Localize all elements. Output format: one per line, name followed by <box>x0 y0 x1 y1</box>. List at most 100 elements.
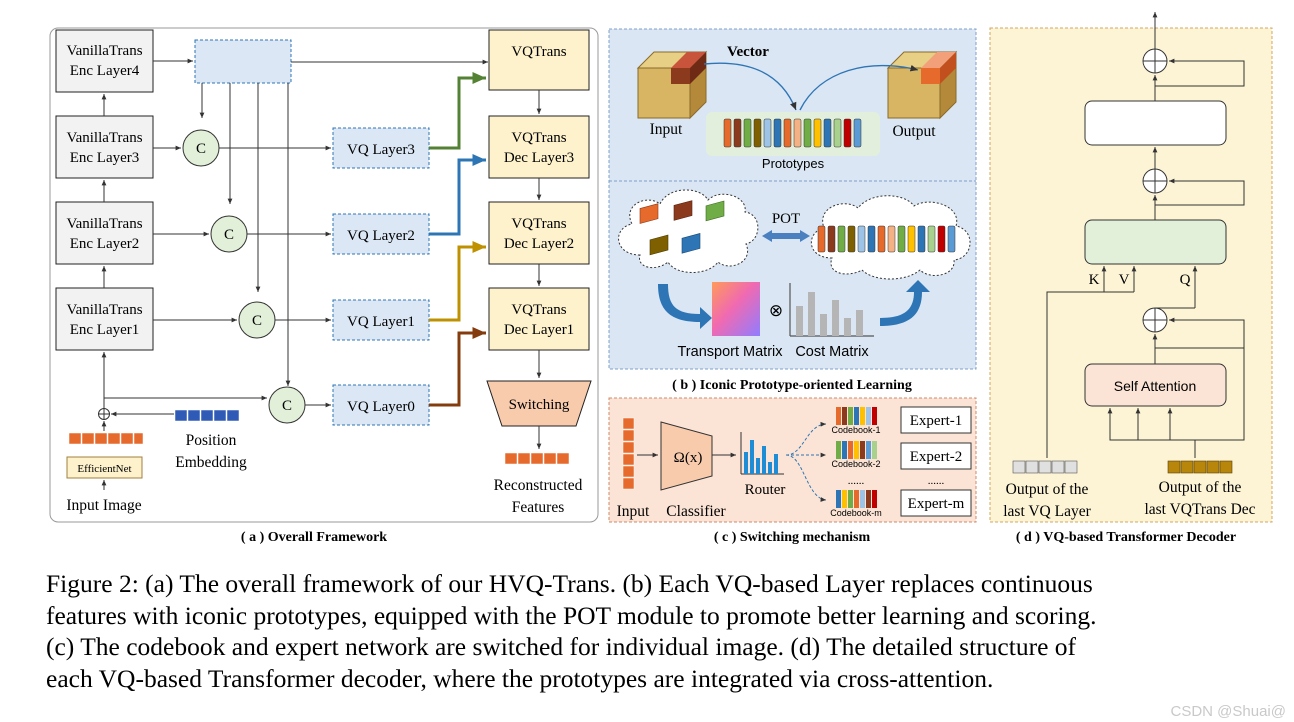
expert-label-2: Expert-2 <box>910 449 962 465</box>
codebook-2: Codebook-2 <box>831 441 881 469</box>
vq-layer-2: VQ Layer2 <box>332 213 430 255</box>
panel-d-vq-transformer-decoder: Self Attention K V Q <box>989 12 1273 545</box>
pos-emb-label-b: Embedding <box>175 454 247 471</box>
dec-label-1a: VQTrans <box>511 130 566 146</box>
pos-emb-label-a: Position <box>186 432 237 449</box>
caption-c: ( c ) Switching mechanism <box>714 530 871 545</box>
position-embedding-tokens <box>174 409 240 422</box>
input-feature-tokens <box>68 432 144 445</box>
pot-label: POT <box>772 211 800 227</box>
input-token-column <box>622 417 635 490</box>
prototype-strip <box>706 112 880 156</box>
input-image-label: Input Image <box>66 497 141 514</box>
prototypes-label: Prototypes <box>762 156 825 171</box>
self-attention-label: Self Attention <box>1114 378 1197 394</box>
vq-label-2: VQ Layer2 <box>347 228 415 244</box>
enc-label-4b: Enc Layer4 <box>70 63 140 79</box>
enc-label-2a: VanillaTrans <box>66 216 142 232</box>
curved-arrow-up-icon <box>880 280 930 326</box>
output-cube-icon <box>886 50 958 120</box>
self-attention-block: Self Attention <box>1084 363 1227 407</box>
add-symbol-low <box>1142 307 1168 333</box>
caption-line-3: (c) The codebook and expert network are … <box>46 632 1077 661</box>
router-bars <box>740 432 784 475</box>
panel-b-prototype-learning: Input Output Vector <box>608 28 977 393</box>
caption-b: ( b ) Iconic Prototype-oriented Learning <box>672 378 912 393</box>
encoder-layer-4: VanillaTrans Enc Layer4 <box>55 29 154 93</box>
caption-line-1: Figure 2: (a) The overall framework of o… <box>46 569 1093 598</box>
expert-1: Expert-1 <box>900 406 972 434</box>
concat-node-3: C <box>182 129 220 167</box>
svg-text:C: C <box>196 141 206 157</box>
vq-label-3: VQ Layer3 <box>347 142 415 158</box>
codebook-m: Codebook-m <box>830 490 882 518</box>
expert-m: Expert-m <box>900 489 972 517</box>
input-cube-icon <box>636 50 708 120</box>
reconstructed-label-a: Reconstructed <box>494 477 583 494</box>
codebook-ellipsis: ...... <box>848 475 865 487</box>
feed-forward-block <box>1084 100 1227 146</box>
feature-cloud-left <box>618 189 759 273</box>
dec-label-0a: VQTrans <box>511 44 566 60</box>
decoder-layer-1: VQTrans Dec Layer1 <box>488 287 590 351</box>
enc-label-4a: VanillaTrans <box>66 43 142 59</box>
codebook-label-m: Codebook-m <box>830 508 882 518</box>
out-vq-label-b: last VQ Layer <box>1003 503 1091 520</box>
enc-label-3b: Enc Layer3 <box>70 150 140 166</box>
vector-label: Vector <box>727 44 769 60</box>
enc-label-1b: Enc Layer1 <box>70 322 140 338</box>
enc-label-3a: VanillaTrans <box>66 130 142 146</box>
concat-node-2: C <box>210 215 248 253</box>
v-label: V <box>1119 272 1130 288</box>
vq-layer-3: VQ Layer3 <box>332 127 430 169</box>
codebook-label-2: Codebook-2 <box>831 459 880 469</box>
reconstructed-feature-tokens <box>504 452 570 465</box>
vq-label-1: VQ Layer1 <box>347 314 415 330</box>
caption-d: ( d ) VQ-based Transformer Decoder <box>1016 530 1236 545</box>
dec-label-2a: VQTrans <box>511 216 566 232</box>
figure-caption: Figure 2: (a) The overall framework of o… <box>46 568 1282 694</box>
enc-label-1a: VanillaTrans <box>66 302 142 318</box>
encoder-layer-2: VanillaTrans Enc Layer2 <box>55 201 154 265</box>
svg-text:C: C <box>252 313 262 329</box>
concat-node-1: C <box>238 301 276 339</box>
dec-label-1b: Dec Layer3 <box>504 150 574 166</box>
codebook-1: Codebook-1 <box>831 407 881 435</box>
dec-output-tokens <box>1167 460 1233 474</box>
expert-label-m: Expert-m <box>908 496 965 512</box>
decoder-layer-2: VQTrans Dec Layer2 <box>488 201 590 265</box>
prototype-cloud-right <box>810 195 971 280</box>
panel-c-switching-mechanism: Ω(x) Input Classifier Router Codebook-1 <box>608 397 977 545</box>
enc-label-2b: Enc Layer2 <box>70 236 140 252</box>
svg-text:C: C <box>224 227 234 243</box>
omega-label: Ω(x) <box>674 450 703 466</box>
reconstructed-label-b: Features <box>512 499 565 516</box>
panel-b-input-label: Input <box>650 121 683 138</box>
otimes-symbol: ⊗ <box>769 301 783 320</box>
vq-label-0: VQ Layer0 <box>347 399 415 415</box>
transport-matrix-label: Transport Matrix <box>677 344 783 360</box>
dec-label-2b: Dec Layer2 <box>504 236 574 252</box>
curved-arrow-down-icon <box>658 284 712 329</box>
codebook-label-1: Codebook-1 <box>831 425 880 435</box>
decoder-vqtrans-top: VQTrans <box>488 29 590 91</box>
transport-matrix <box>712 282 760 336</box>
concat-node-0: C <box>268 386 306 424</box>
q-label: Q <box>1180 272 1191 288</box>
cost-matrix-label: Cost Matrix <box>795 344 869 360</box>
efficientnet-block: EfficientNet <box>66 456 143 479</box>
panel-c-input-label: Input <box>617 503 650 520</box>
vq-output-tokens <box>1012 460 1078 474</box>
switching-label: Switching <box>509 397 570 413</box>
watermark: CSDN @Shuai@ <box>1170 703 1287 720</box>
caption-line-4: each VQ-based Transformer decoder, where… <box>46 663 994 693</box>
dec-label-3a: VQTrans <box>511 302 566 318</box>
panel-b-output-label: Output <box>892 123 936 140</box>
caption-line-2: features with iconic prototypes, equippe… <box>46 600 1097 630</box>
caption-a: ( a ) Overall Framework <box>241 530 387 545</box>
out-dec-label-b: last VQTrans Dec <box>1144 501 1255 518</box>
out-vq-label-a: Output of the <box>1006 481 1089 498</box>
dec-label-3b: Dec Layer1 <box>504 322 574 338</box>
add-symbol-mid <box>1142 168 1168 194</box>
svg-text:C: C <box>282 398 292 414</box>
